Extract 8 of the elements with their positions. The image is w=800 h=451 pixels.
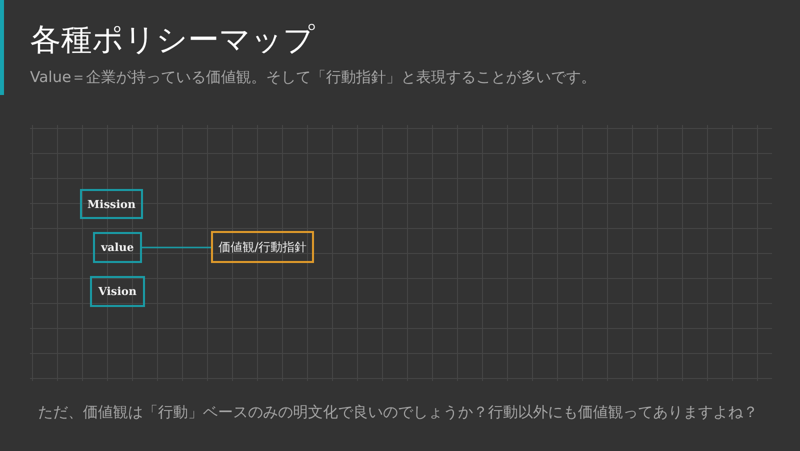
process-box: 価値観/行動指針 bbox=[211, 231, 314, 263]
subtitle: Value＝企業が持っている価値観。そして「行動指針」と表現することが多いです。 bbox=[30, 67, 596, 87]
mission-box: Mission bbox=[80, 189, 143, 219]
vision-box: Vision bbox=[90, 276, 145, 307]
value-box: value bbox=[93, 232, 142, 263]
title: 各種ポリシーマップ bbox=[30, 21, 315, 60]
note-text: ただ、価値観は「行動」ベースのみの明文化で良いのでしょうか？行動以外にも価値観ってありますよね？ bbox=[38, 402, 758, 422]
connector-line bbox=[142, 246, 211, 248]
